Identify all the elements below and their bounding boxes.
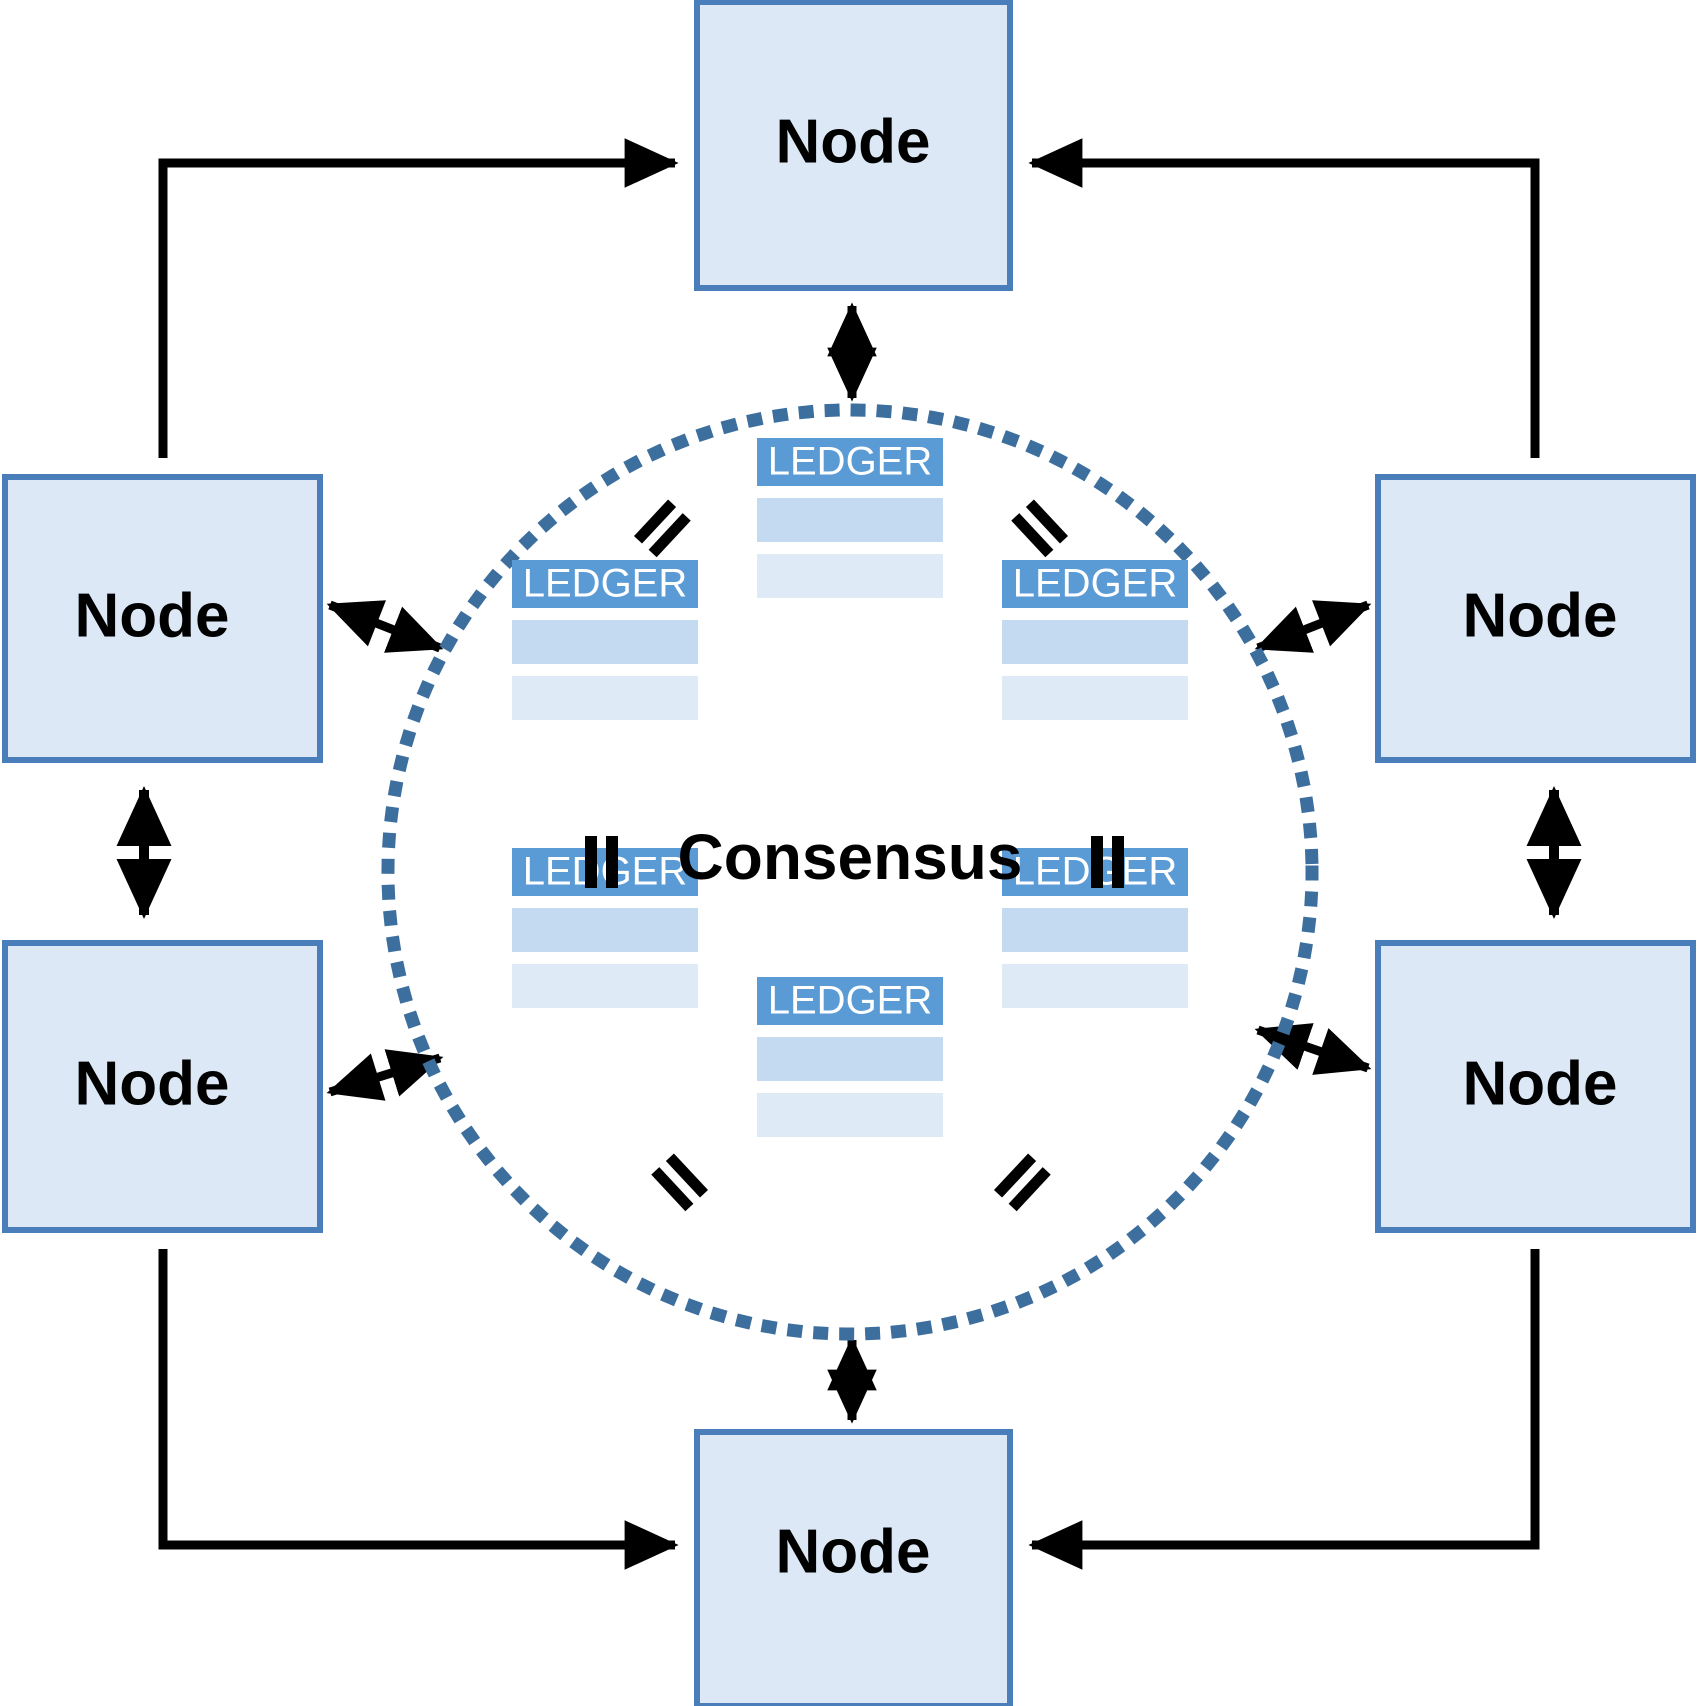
node-box[interactable] [1375,940,1696,1233]
ledger-band-mid [757,1037,943,1081]
equals-top-right-icon [1011,499,1069,558]
node-left-upper[interactable]: Node [2,474,323,763]
ledger-label: LEDGER [523,850,688,894]
ledger-label: LEDGER [1013,562,1178,606]
node-right-upper[interactable]: Node [1375,474,1696,763]
ledger-label: LEDGER [768,440,933,484]
node-label: Node [776,107,931,176]
connector-left-lower-to-bottom [158,1249,679,1570]
ledger-band-light [512,676,698,720]
consensus-connectors [326,302,1372,1424]
ledger-band-mid [1002,620,1188,664]
node-label: Node [1463,581,1618,650]
ledger-band-light [1002,964,1188,1008]
connector-right-lower-node-consensus [1254,1023,1372,1075]
node-label: Node [1463,1049,1618,1118]
ledger-right-upper[interactable]: LEDGER [1002,560,1188,720]
ledger-band-light [1002,676,1188,720]
ledger-label: LEDGER [768,979,933,1023]
ledger-band-light [757,554,943,598]
connector-right-upper-node-consensus [1254,600,1372,653]
node-box[interactable] [694,1429,1013,1706]
ledger-band-light [757,1093,943,1137]
equals-mid-right-icon [1091,836,1124,888]
consensus-label: Consensus [678,821,1023,893]
node-label: Node [75,1049,230,1118]
ledger-label: LEDGER [523,562,688,606]
node-box[interactable] [694,0,1013,291]
connector-right-lower-to-bottom [1028,1249,1540,1570]
equals-bottom-right-icon [993,1153,1051,1212]
node-box[interactable] [2,940,323,1233]
connector-right-upper-to-top [1028,138,1540,458]
ledger-band-mid [512,620,698,664]
ledger-left-upper[interactable]: LEDGER [512,560,698,720]
ledger-header [757,438,943,486]
ledger-cards: LEDGER LEDGER LEDGER LEDGER [512,438,1188,1137]
ledger-header [512,560,698,608]
equals-top-left-icon [633,499,691,558]
equals-bottom-left-icon [651,1153,709,1212]
node-box[interactable] [1375,474,1696,763]
ledger-band-mid [757,498,943,542]
connector-left-lower-node-consensus [326,1049,444,1101]
node-top[interactable]: Node [694,0,1013,291]
node-right-lower[interactable]: Node [1375,940,1696,1233]
ledger-band-mid [512,908,698,952]
connector-left-upper-node-consensus [326,600,444,653]
consensus-circle [381,403,1319,1341]
node-bottom[interactable]: Node [694,1429,1013,1706]
ledger-header [757,977,943,1025]
node-label: Node [776,1517,931,1586]
ledger-bottom[interactable]: LEDGER [757,977,943,1137]
node-left-lower[interactable]: Node [2,940,323,1233]
equals-marks [585,499,1124,1212]
ledger-header [512,848,698,896]
node-box[interactable] [2,474,323,763]
ledger-band-mid [1002,908,1188,952]
equals-mid-left-icon [585,836,618,888]
outer-connectors [116,138,1582,1570]
ledger-header [1002,560,1188,608]
ledger-left-lower[interactable]: LEDGER [512,848,698,1008]
node-label: Node [75,581,230,650]
ledger-top[interactable]: LEDGER [757,438,943,598]
connector-left-upper-to-top [158,138,679,458]
ledger-band-light [512,964,698,1008]
